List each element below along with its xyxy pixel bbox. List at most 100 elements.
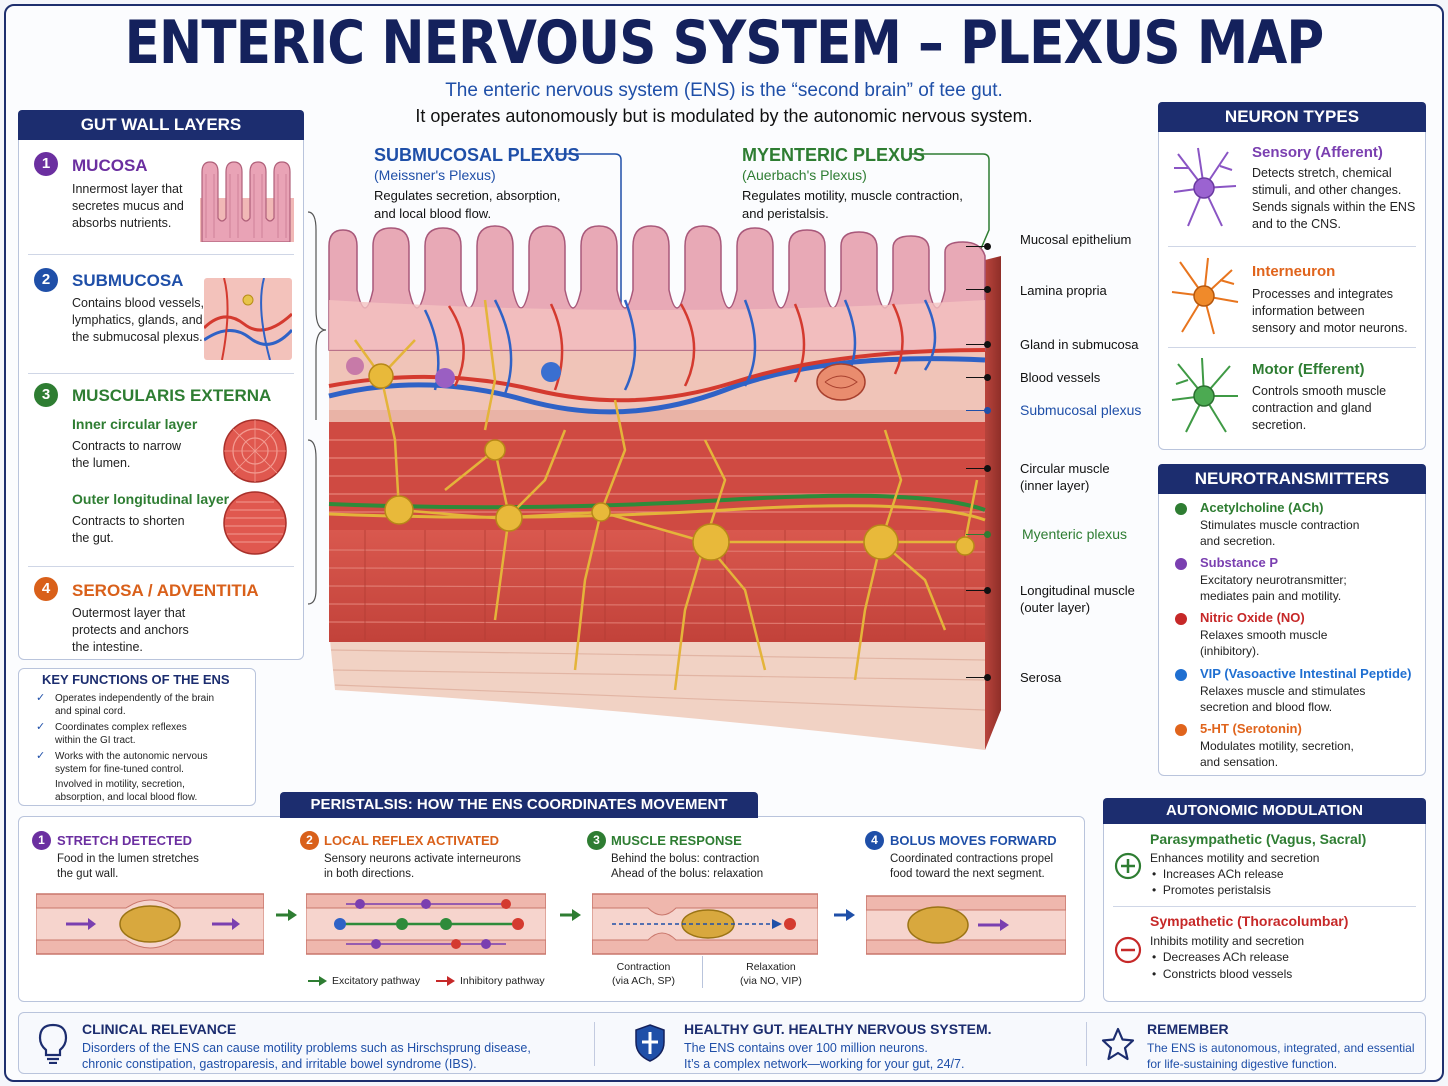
substance-p-dot	[1175, 558, 1187, 570]
inhibitory-label: Inhibitory pathway	[460, 975, 545, 987]
neurotransmitters-panel	[1158, 464, 1426, 776]
inner-circular-name: Inner circular layer	[72, 416, 198, 432]
relaxation-label: Relaxation(via NO, VIP)	[740, 961, 802, 987]
interneuron-icon	[1171, 257, 1239, 335]
divider	[594, 1022, 595, 1066]
layer-submucosa-desc: Contains blood vessels,lymphatics, gland…	[72, 296, 205, 344]
check-icon: ✓	[36, 721, 46, 733]
interneuron-name: Interneuron	[1252, 263, 1336, 280]
sensory-neuron-icon	[1173, 147, 1237, 227]
arrow-right-icon	[834, 909, 855, 921]
step-1-illustration	[36, 893, 264, 955]
no-desc: Relaxes smooth muscle(inhibitory).	[1200, 628, 1328, 658]
sympathetic-name: Sympathetic (Thoracolumbar)	[1150, 913, 1349, 929]
vip-name: VIP (Vasoactive Intestinal Peptide)	[1200, 666, 1412, 681]
layer-submucosa-name: SUBMUCOSA	[72, 271, 184, 290]
layer-brackets	[307, 211, 327, 605]
step-2-badge: 2	[300, 831, 319, 850]
gut-wall-cross-section	[328, 153, 1001, 750]
submucosal-plexus-subtitle: (Meissner's Plexus)	[374, 167, 496, 183]
parasympathetic-bullet: • Promotes peristalsis	[1152, 883, 1271, 897]
layer-2-badge: 2	[34, 268, 58, 292]
layer-mucosa-name: MUCOSA	[72, 156, 148, 175]
plus-circle-icon	[1114, 852, 1142, 880]
outer-longitudinal-name: Outer longitudinal layer	[72, 491, 230, 507]
autonomic-panel	[1103, 798, 1426, 1002]
step-1-title: STRETCH DETECTED	[57, 833, 193, 848]
layer-muscularis-name: MUSCULARIS EXTERNA	[72, 386, 272, 405]
clinical-desc: Disorders of the ENS can cause motility …	[82, 1041, 531, 1071]
inhibitory-arrow-icon	[436, 976, 455, 986]
label-gland: Gland in submucosa	[1020, 337, 1139, 352]
divider	[702, 956, 703, 988]
check-icon: ✓	[36, 692, 46, 704]
contraction-label: Contraction(via ACh, SP)	[612, 961, 676, 987]
layer-3-badge: 3	[34, 383, 58, 407]
divider	[28, 254, 294, 255]
divider	[28, 373, 294, 374]
parasympathetic-name: Parasympathetic (Vagus, Sacral)	[1150, 831, 1367, 847]
label-myenteric-plexus: Myenteric plexus	[1022, 526, 1128, 542]
page-title: ENTERIC NERVOUS SYSTEM – PLEXUS MAP	[124, 8, 1325, 78]
step-3-illustration	[592, 893, 818, 955]
ach-name: Acetylcholine (ACh)	[1200, 500, 1324, 515]
myenteric-plexus-desc: Regulates motility, muscle contraction,a…	[742, 188, 963, 221]
label-lamina-propria: Lamina propria	[1020, 283, 1107, 298]
motor-name: Motor (Efferent)	[1252, 361, 1365, 378]
layer-4-badge: 4	[34, 577, 58, 601]
parasympathetic-bullet: • Increases ACh release	[1152, 867, 1284, 881]
no-name: Nitric Oxide (NO)	[1200, 610, 1305, 625]
sensory-name: Sensory (Afferent)	[1252, 144, 1383, 161]
serotonin-dot	[1175, 724, 1187, 736]
excitatory-arrow-icon	[308, 976, 327, 986]
remember-desc: The ENS is autonomous, integrated, and e…	[1147, 1041, 1415, 1071]
label-submucosal-plexus: Submucosal plexus	[1020, 402, 1142, 418]
neuron-types-header: NEURON TYPES	[1158, 102, 1426, 132]
divider	[1168, 246, 1416, 247]
divider	[1113, 906, 1416, 907]
vip-dot	[1175, 669, 1187, 681]
step-4-illustration	[866, 895, 1066, 955]
label-circular-muscle: Circular muscle(inner layer)	[1020, 461, 1110, 493]
healthy-desc: The ENS contains over 100 million neuron…	[684, 1041, 965, 1071]
label-blood-vessels: Blood vessels	[1020, 370, 1101, 385]
substance-p-desc: Excitatory neurotransmitter;mediates pai…	[1200, 573, 1347, 603]
minus-circle-icon	[1114, 936, 1142, 964]
longitudinal-muscle-icon	[223, 491, 287, 555]
serotonin-name: 5-HT (Serotonin)	[1200, 721, 1302, 736]
step-2-title: LOCAL REFLEX ACTIVATED	[324, 833, 500, 848]
step-1-badge: 1	[32, 831, 51, 850]
mucosa-illustration	[200, 161, 294, 242]
submucosal-plexus-title: SUBMUCOSAL PLEXUS	[374, 145, 580, 165]
motor-neuron-icon	[1171, 357, 1238, 433]
gut-wall-header: GUT WALL LAYERS	[18, 110, 304, 140]
myenteric-plexus-title: MYENTERIC PLEXUS	[742, 145, 926, 165]
bottom-bar	[18, 1012, 1426, 1074]
star-icon	[1101, 1027, 1135, 1061]
label-serosa: Serosa	[1020, 670, 1062, 685]
clinical-title: CLINICAL RELEVANCE	[82, 1021, 237, 1037]
excitatory-label: Excitatory pathway	[332, 975, 421, 987]
divider	[1168, 347, 1416, 348]
check-icon: ✓	[36, 750, 46, 762]
step-2-illustration	[306, 893, 546, 955]
serotonin-desc: Modulates motility, secretion,and sensat…	[1200, 739, 1354, 769]
step-4-badge: 4	[865, 831, 884, 850]
parasympathetic-desc: Enhances motility and secretion	[1150, 851, 1320, 865]
neurotransmitters-header: NEUROTRANSMITTERS	[1158, 464, 1426, 494]
layer-1-badge: 1	[34, 152, 58, 176]
myenteric-plexus-subtitle: (Auerbach's Plexus)	[742, 167, 867, 183]
lightbulb-icon	[38, 1023, 68, 1064]
sympathetic-desc: Inhibits motility and secretion	[1150, 934, 1305, 948]
